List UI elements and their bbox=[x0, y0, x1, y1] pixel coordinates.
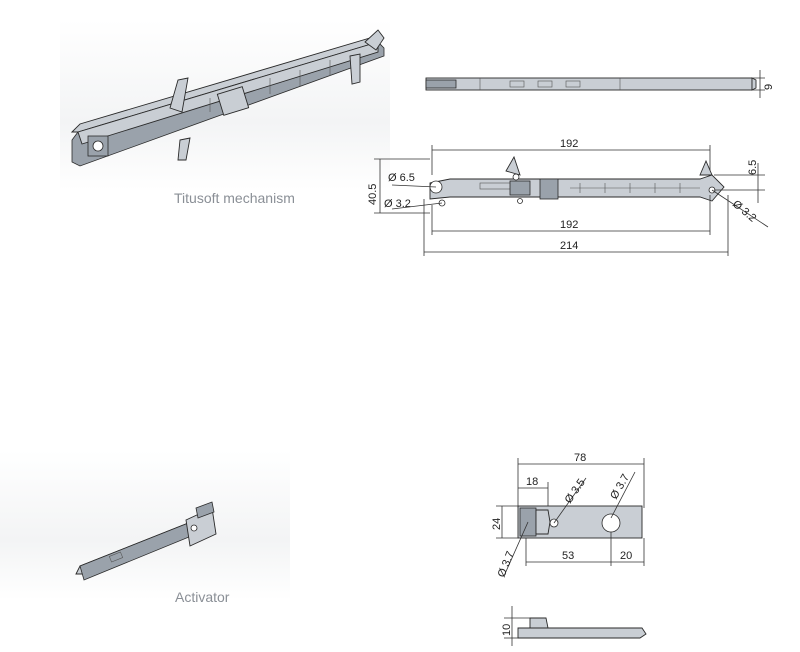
activator-plan-view: 78 18 Ø 3.5 Ø 3.7 24 Ø 3.7 53 20 bbox=[491, 452, 645, 579]
mechanism-hole-right: Ø 3.2 bbox=[730, 198, 758, 224]
mechanism-offset: 6.5 bbox=[747, 160, 759, 175]
activator-length-total: 78 bbox=[574, 452, 586, 464]
mechanism-illustration bbox=[70, 29, 385, 167]
mechanism-photo bbox=[60, 20, 390, 190]
mechanism-hole-small: Ø 3.2 bbox=[384, 198, 411, 210]
activator-side-view: 10 bbox=[501, 606, 647, 646]
activator-end: 20 bbox=[620, 550, 632, 562]
activator-illustration bbox=[75, 501, 217, 581]
mechanism-length-total: 214 bbox=[560, 240, 578, 252]
mechanism-length-mid: 192 bbox=[560, 219, 578, 231]
activator-caption: Activator bbox=[175, 589, 230, 605]
activator-span: 53 bbox=[562, 550, 574, 562]
mechanism-hole-large: Ø 6.5 bbox=[388, 172, 415, 184]
activator-offset-left: 18 bbox=[526, 476, 538, 488]
activator-hole-mid: Ø 3.5 bbox=[563, 477, 588, 506]
activator-slot: Ø 3.7 bbox=[608, 472, 632, 501]
mechanism-top-view: 9 bbox=[425, 70, 775, 98]
activator-side-height: 10 bbox=[501, 624, 513, 636]
activator-hole-left: Ø 3.7 bbox=[496, 550, 517, 579]
mechanism-top-height: 9 bbox=[763, 84, 775, 90]
activator-height: 24 bbox=[491, 518, 503, 530]
mechanism-height: 40.5 bbox=[367, 184, 379, 205]
activator-photo bbox=[0, 450, 290, 600]
mechanism-side-view: 192 40.5 Ø 6.5 Ø 3.2 6.5 Ø 3.2 192 214 bbox=[367, 138, 769, 256]
mechanism-caption: Titusoft mechanism bbox=[174, 190, 295, 206]
mechanism-length-top: 192 bbox=[560, 138, 578, 150]
